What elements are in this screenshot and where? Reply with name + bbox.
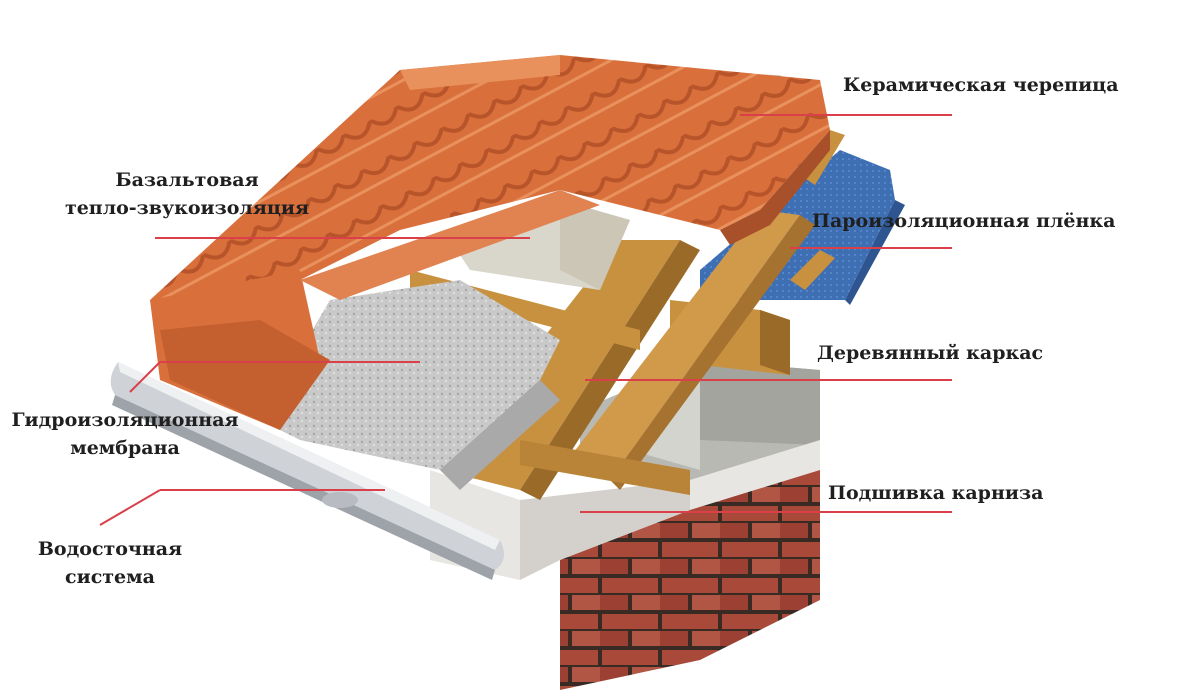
leader-gutter-diag — [99, 489, 161, 526]
label-waterproof-membrane: Гидроизоляционная мембрана — [0, 406, 250, 462]
label-wood-frame: Деревянный каркас — [817, 342, 1044, 364]
leader-waterproof-diag — [129, 361, 161, 393]
ceramic-tiles — [150, 55, 830, 430]
label-basalt-insulation: Базальтовая тепло-звукоизоляция — [62, 166, 312, 222]
label-gutter-system: Водосточная система — [20, 535, 200, 591]
label-basalt-line2: тепло-звукоизоляция — [64, 197, 310, 219]
label-eaves-soffit: Подшивка карниза — [828, 482, 1044, 504]
label-ceramic-tile: Керамическая черепица — [843, 74, 1119, 96]
wood-frame — [410, 130, 845, 500]
brick-wall — [560, 440, 820, 690]
leader-lines — [99, 114, 952, 526]
eaves-soffit-board — [430, 440, 820, 580]
gutter-system — [110, 362, 505, 580]
label-gutter-line2: система — [65, 566, 155, 588]
label-gutter-line1: Водосточная — [37, 538, 183, 560]
label-waterproof-line2: мембрана — [70, 437, 180, 459]
waterproof-membrane — [260, 280, 560, 490]
label-basalt-line1: Базальтовая — [115, 169, 259, 191]
label-vapor-barrier: Пароизоляционная плёнка — [812, 210, 1116, 232]
label-waterproof-line1: Гидроизоляционная — [11, 409, 239, 431]
